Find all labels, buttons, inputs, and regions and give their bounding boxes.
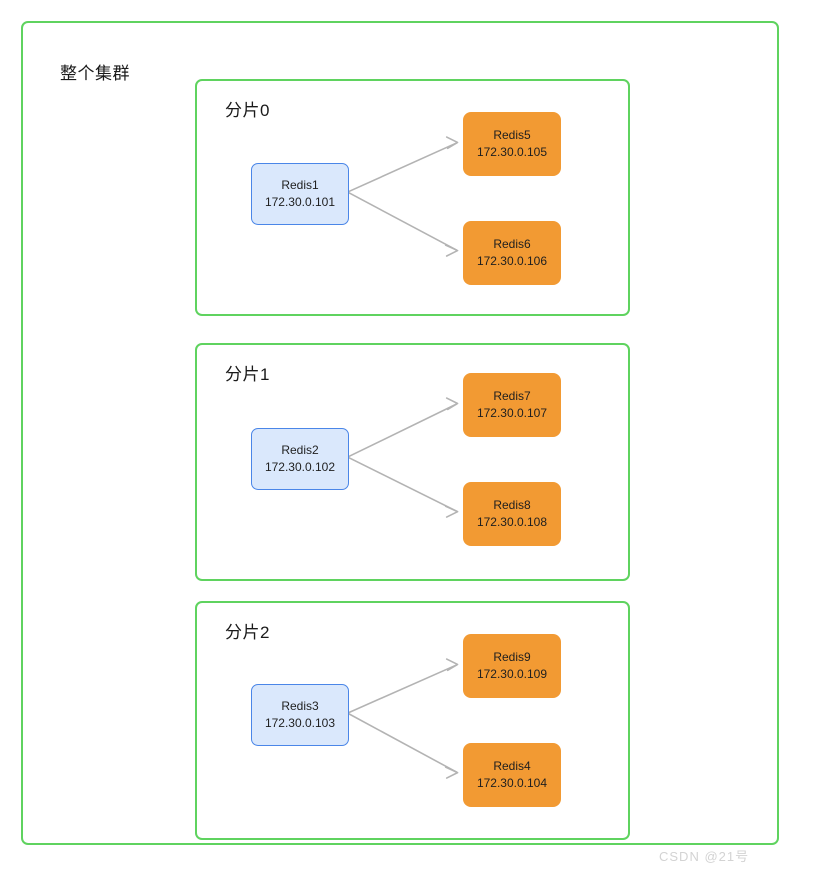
- node-ip: 172.30.0.104: [476, 776, 548, 790]
- node-redis1-master[interactable]: Redis1 172.30.0.101: [251, 163, 349, 225]
- shard-container-1: 分片1 Redis2 172.30.0.102 Redis7 172.30.0.…: [195, 343, 630, 581]
- node-name: Redis2: [281, 442, 319, 457]
- node-ip: 172.30.0.101: [264, 195, 336, 209]
- node-redis6-replica[interactable]: Redis6 172.30.0.106: [463, 221, 561, 285]
- node-ip: 172.30.0.108: [476, 515, 548, 529]
- shard-container-0: 分片0 Redis1 172.30.0.101 Redis5 172.30.0.…: [195, 79, 630, 316]
- node-name: Redis7: [493, 388, 531, 403]
- node-name: Redis1: [281, 177, 319, 192]
- cluster-container: 整个集群 分片0 Redis1 172.30.0.101 Redis5 172.…: [21, 21, 779, 845]
- node-ip: 172.30.0.105: [476, 145, 548, 159]
- shard-title-0: 分片0: [225, 101, 270, 120]
- shard-title-2: 分片2: [225, 623, 270, 642]
- node-name: Redis5: [493, 127, 531, 142]
- node-name: Redis3: [281, 698, 319, 713]
- node-redis3-master[interactable]: Redis3 172.30.0.103: [251, 684, 349, 746]
- node-name: Redis4: [493, 758, 531, 773]
- node-redis4-replica[interactable]: Redis4 172.30.0.104: [463, 743, 561, 807]
- cluster-title: 整个集群: [60, 64, 130, 83]
- watermark: CSDN @21号: [659, 849, 750, 864]
- node-ip: 172.30.0.107: [476, 406, 548, 420]
- node-name: Redis6: [493, 236, 531, 251]
- node-name: Redis9: [493, 649, 531, 664]
- node-ip: 172.30.0.103: [264, 716, 336, 730]
- node-ip: 172.30.0.102: [264, 460, 336, 474]
- node-name: Redis8: [493, 497, 531, 512]
- node-redis2-master[interactable]: Redis2 172.30.0.102: [251, 428, 349, 490]
- node-redis8-replica[interactable]: Redis8 172.30.0.108: [463, 482, 561, 546]
- node-ip: 172.30.0.106: [476, 254, 548, 268]
- node-redis7-replica[interactable]: Redis7 172.30.0.107: [463, 373, 561, 437]
- node-redis9-replica[interactable]: Redis9 172.30.0.109: [463, 634, 561, 698]
- shard-title-1: 分片1: [225, 365, 270, 384]
- node-ip: 172.30.0.109: [476, 667, 548, 681]
- node-redis5-replica[interactable]: Redis5 172.30.0.105: [463, 112, 561, 176]
- shard-container-2: 分片2 Redis3 172.30.0.103 Redis9 172.30.0.…: [195, 601, 630, 840]
